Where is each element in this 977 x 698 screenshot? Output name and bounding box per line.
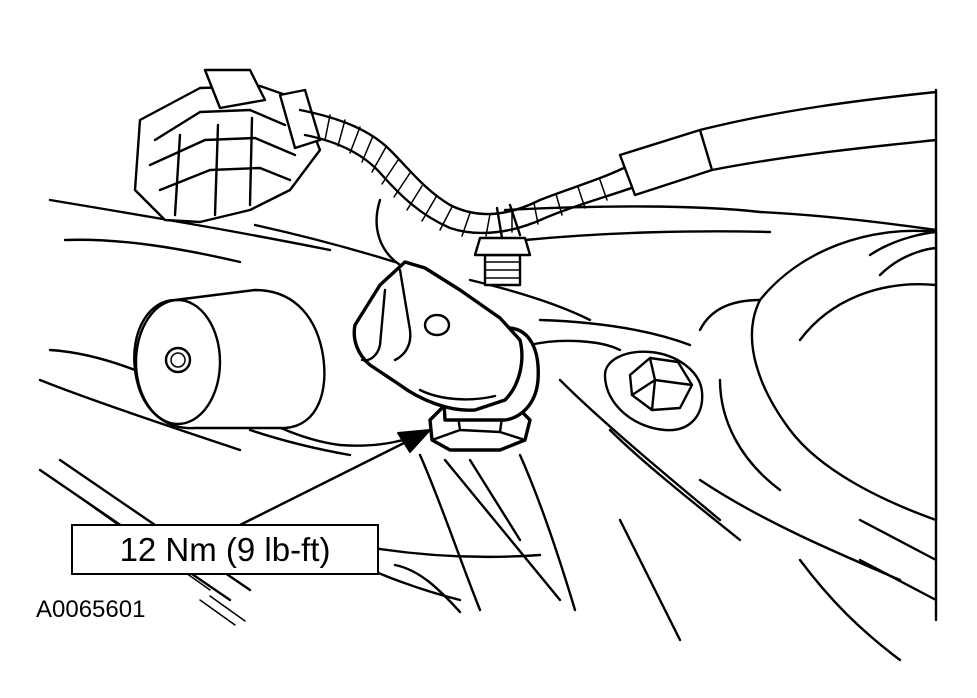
torque-callout-box: 12 Nm (9 lb-ft) [71, 524, 379, 575]
cylinder-housing [698, 229, 938, 522]
connector-plug [133, 68, 322, 224]
callout-leader-arrow [238, 429, 431, 527]
sensor [352, 260, 540, 452]
wiring-harness [298, 90, 938, 240]
stud-bolt [473, 236, 532, 287]
figure-id-label: A0065601 [36, 596, 146, 623]
hex-bolt [603, 350, 704, 432]
torque-label: 12 Nm (9 lb-ft) [119, 530, 331, 568]
threaded-boss [133, 288, 326, 430]
